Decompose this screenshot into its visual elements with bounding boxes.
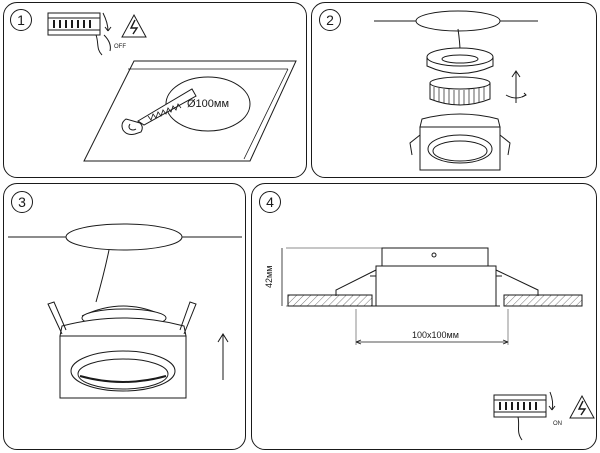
step-4-illustration: 42мм 100x100мм ON bbox=[264, 247, 595, 441]
step-3-illustration bbox=[8, 223, 242, 399]
rotation-arrow-icon bbox=[505, 70, 527, 103]
step-4-number: 4 bbox=[259, 191, 281, 213]
high-voltage-icon bbox=[569, 394, 595, 419]
high-voltage-icon bbox=[121, 13, 147, 38]
step-3-panel: 3 bbox=[3, 183, 246, 450]
step-3-number: 3 bbox=[11, 191, 33, 213]
hole-diameter-label: Ø100мм bbox=[187, 98, 229, 110]
saw-icon bbox=[121, 88, 197, 135]
step-2-panel: 2 bbox=[311, 2, 597, 178]
size-dimension-label: 100x100мм bbox=[412, 330, 459, 340]
step-2-number: 2 bbox=[319, 9, 341, 31]
height-dimension-label: 42мм bbox=[264, 266, 274, 288]
step-1-illustration: OFF Ø100мм bbox=[47, 12, 297, 162]
circuit-breaker-icon bbox=[493, 391, 556, 441]
step-2-illustration bbox=[374, 10, 538, 171]
step-1-panel: 1 bbox=[3, 2, 307, 178]
circuit-breaker-icon bbox=[47, 12, 112, 56]
breaker-on-label: ON bbox=[553, 421, 562, 427]
step-4-panel: 4 bbox=[251, 183, 597, 450]
step-1-number: 1 bbox=[10, 9, 32, 31]
up-arrow-icon bbox=[217, 333, 229, 380]
breaker-off-label: OFF bbox=[114, 44, 126, 50]
